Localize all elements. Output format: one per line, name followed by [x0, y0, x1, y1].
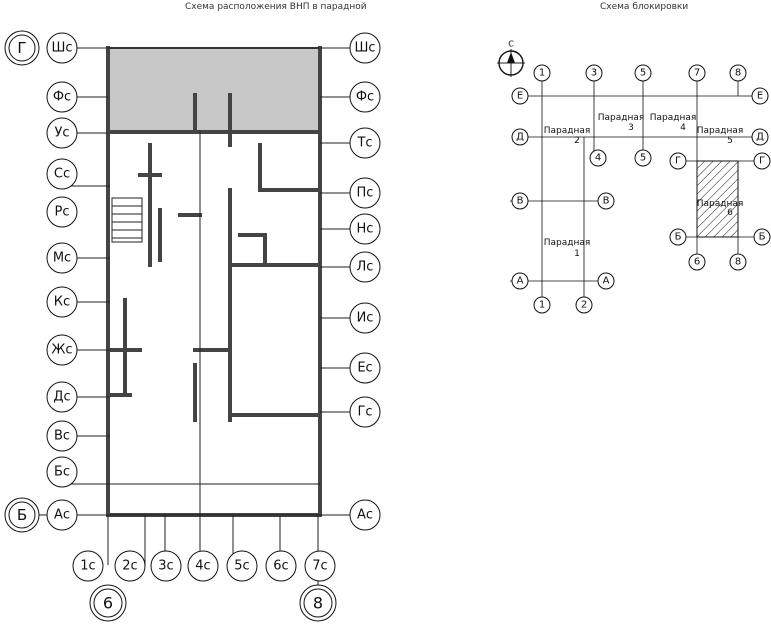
col-label: 3с [158, 559, 173, 574]
left-row-bubbles: Г Шс Фс Ус Сс Рс Мс Кс Жс Дс Вс Бс Б Ас [4, 30, 78, 533]
svg-text:7: 7 [694, 68, 700, 79]
svg-text:5: 5 [640, 153, 646, 164]
svg-text:2: 2 [581, 300, 587, 311]
entrance-number: 5 [727, 136, 733, 146]
col-label: 1с [80, 559, 95, 574]
entrance-label: Парадная [544, 238, 591, 248]
svg-text:А: А [603, 276, 610, 287]
col-label: 2с [122, 559, 137, 574]
svg-text:6: 6 [694, 257, 700, 268]
row-label: Ас [54, 508, 70, 523]
row-label: Сс [54, 167, 70, 182]
compass-label: С [508, 40, 514, 49]
row-label: Гс [357, 405, 372, 420]
col-label: 6с [273, 559, 288, 574]
blocking-scheme: С 1 3 5 7 8 4 5 1 2 6 8 Е Е Д Д Г Г В В … [497, 40, 771, 314]
entrance-label: Парадная [650, 113, 697, 123]
row-label: Б [17, 506, 27, 524]
row-label: Вс [54, 429, 70, 444]
row-label: Кс [54, 295, 70, 310]
svg-text:5: 5 [640, 68, 646, 79]
bottom-col-bubbles: 1с 2с 3с 4с 5с 6с 7с 6 8 [72, 550, 337, 622]
row-label: Рс [55, 205, 70, 220]
svg-text:В: В [603, 196, 610, 207]
svg-text:4: 4 [595, 153, 601, 164]
row-label: Мс [53, 251, 71, 266]
right-row-bubbles: Шс Фс Тс Пс Нс Лс Ис Ес Гс Ас [349, 32, 381, 531]
entrance-label: Парадная [598, 113, 645, 123]
row-label: Шс [354, 41, 375, 56]
row-label: Тс [356, 136, 372, 151]
building-6 [696, 160, 739, 238]
row-label: Ис [357, 311, 374, 326]
row-label: Фс [53, 90, 71, 105]
partition-walls [106, 93, 322, 422]
svg-text:Е: Е [757, 91, 763, 102]
col-lines [541, 73, 739, 305]
entrance-label: Парадная [697, 126, 744, 136]
svg-text:В: В [517, 196, 524, 207]
entrance-number: 2 [574, 136, 580, 146]
entrance-label: Парадная [544, 126, 591, 136]
svg-text:1: 1 [539, 300, 545, 311]
row-label: Пс [357, 186, 374, 201]
entrance-number: 1 [574, 249, 580, 259]
col-label: 7с [312, 559, 327, 574]
svg-text:8: 8 [735, 257, 741, 268]
row-label: Дс [53, 390, 70, 405]
svg-text:Г: Г [759, 156, 765, 167]
row-label: Бс [54, 465, 70, 480]
svg-text:Г: Г [675, 156, 681, 167]
row-label: Нс [357, 222, 374, 237]
col-grid [107, 130, 319, 585]
floor-plan [20, 46, 350, 585]
svg-text:Б: Б [675, 232, 682, 243]
entrance-number: 4 [680, 123, 686, 133]
svg-text:1: 1 [539, 68, 545, 79]
col-label: 5с [234, 559, 249, 574]
entrance-number: 3 [628, 123, 634, 133]
row-label: Г [17, 39, 26, 57]
svg-text:Е: Е [517, 91, 523, 102]
svg-text:Б: Б [759, 232, 766, 243]
col-label-major: 8 [313, 594, 323, 613]
left-title: Схема расположения ВНП в парадной [185, 2, 367, 12]
svg-text:3: 3 [591, 68, 597, 79]
row-label: Фс [356, 90, 374, 105]
svg-text:Д: Д [516, 132, 524, 143]
col-label: 4с [195, 559, 210, 574]
col-label-major: 6 [103, 594, 113, 613]
row-label: Ус [54, 126, 69, 141]
row-grid [20, 47, 350, 516]
row-label: Лс [357, 260, 374, 275]
row-label: Ас [357, 508, 373, 523]
row-label: Ес [357, 361, 372, 376]
row-label: Жс [51, 343, 72, 358]
right-title: Схема блокировки [600, 2, 688, 12]
entrance-number: 6 [727, 208, 733, 218]
svg-text:8: 8 [735, 68, 741, 79]
stair [111, 197, 143, 243]
shaded-zone [107, 47, 321, 133]
entrance-label: Парадная [697, 199, 744, 209]
row-label: Шс [51, 41, 72, 56]
svg-text:А: А [517, 276, 524, 287]
svg-text:Д: Д [756, 132, 764, 143]
